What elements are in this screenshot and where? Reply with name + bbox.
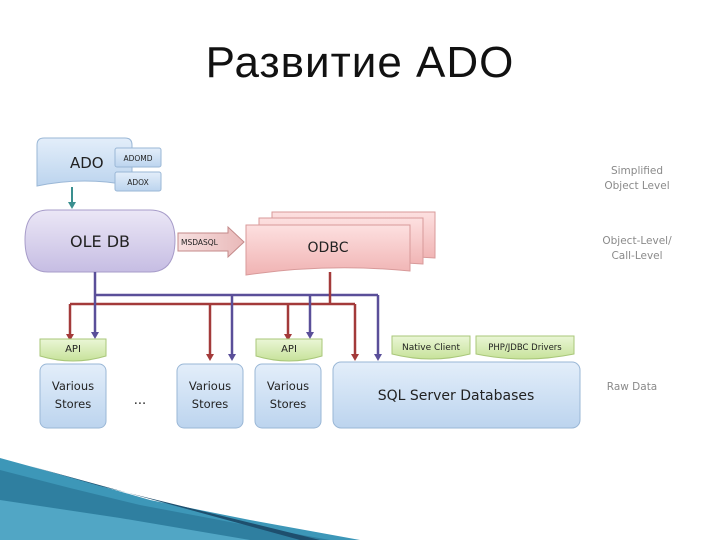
side-label-object-level-1: Object-Level/ [602,235,672,247]
adomd-label: ADOMD [123,154,152,163]
ado-box: ADO [36,137,133,187]
api-left-label: API [65,344,81,355]
native-client-tab: Native Client [391,335,471,360]
side-label-object-level-2: Call-Level [611,250,662,262]
odbc-label: ODBC [308,240,349,256]
adomd-box [114,147,162,168]
side-label-simplified-1: Simplified [611,165,663,177]
stores-3-line2: Stores [270,397,306,411]
slide-title: Развитие ADO [205,38,515,87]
stores-3-line1: Various [267,379,309,393]
oledb-box: OLE DB [24,209,176,273]
various-stores-box-3: Various Stores [254,363,322,429]
php-jdbc-label: PHP/JDBC Drivers [488,343,562,353]
side-label-simplified-2: Object Level [604,180,669,192]
sql-server-label: SQL Server Databases [378,388,535,404]
msdasql-arrow: MSDASQL [177,225,245,259]
odbc-stack: ODBC [245,211,436,276]
api-tab-mid: API [255,338,323,362]
various-stores-box-2: Various Stores [176,363,244,429]
ado-label: ADO [70,154,104,172]
ado-arrowhead [68,202,76,209]
oledb-label: OLE DB [70,232,130,251]
corner-swoosh-decoration [0,458,360,540]
stores-1-line2: Stores [55,397,91,411]
msdasql-label: MSDASQL [181,238,219,247]
side-label-raw-data: Raw Data [607,381,658,393]
connector-lines [66,272,382,361]
api-mid-label: API [281,344,297,355]
adox-label: ADOX [127,178,148,187]
various-stores-box-1: Various Stores [39,363,107,429]
sql-server-box: SQL Server Databases [332,361,581,429]
api-tab-left: API [39,338,107,362]
stores-2-line1: Various [189,379,231,393]
native-client-label: Native Client [402,343,461,353]
stores-1-line1: Various [52,379,94,393]
php-jdbc-tab: PHP/JDBC Drivers [475,335,575,360]
stores-2-line2: Stores [192,397,228,411]
ellipsis: ... [134,393,146,408]
adox-box [114,171,162,192]
